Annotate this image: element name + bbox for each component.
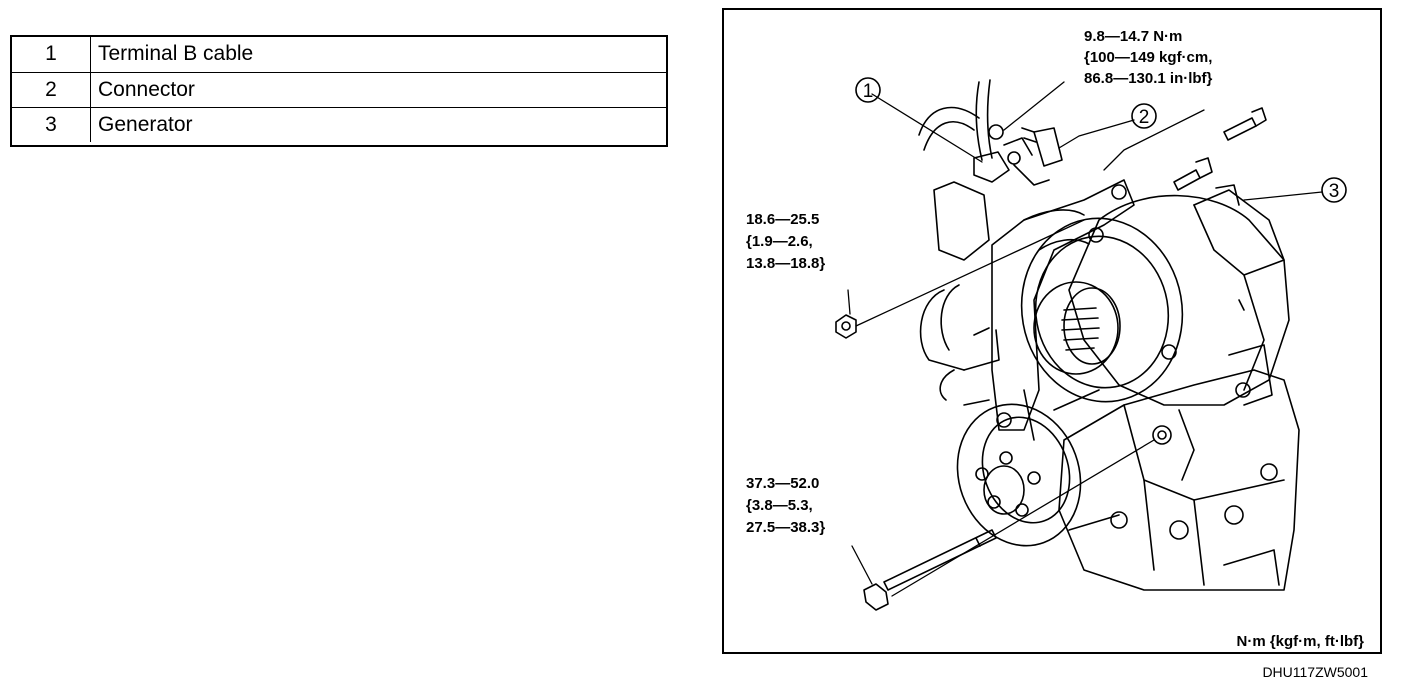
legend-row-1: 1 Terminal B cable: [12, 37, 666, 72]
connector-drawing: [1021, 127, 1063, 167]
generator-body-drawing: [1020, 184, 1290, 406]
legend-part-name: Connector: [98, 78, 195, 101]
legend-row-2: 2 Connector: [12, 72, 666, 107]
terminal-b-cable-drawing: [918, 79, 1050, 186]
leader-lines: [847, 81, 1323, 597]
legend-number: 2: [12, 73, 91, 107]
torque-line: {100—149 kgf·cm,: [1084, 49, 1212, 66]
torque-spec-bottom: 37.3—52.0 {3.8—5.3, 27.5—38.3}: [746, 475, 825, 536]
legend-part-name: Generator: [98, 113, 193, 136]
callout-number: 2: [1139, 107, 1150, 128]
torque-line: 9.8—14.7 N·m: [1084, 28, 1182, 45]
callout-number: 1: [863, 81, 874, 102]
torque-line: {3.8—5.3,: [746, 497, 813, 514]
torque-spec-top: 9.8—14.7 N·m {100—149 kgf·cm, 86.8—130.1…: [1084, 28, 1213, 87]
legend-row-3: 3 Generator: [12, 107, 666, 142]
engine-block-drawing: [1058, 369, 1300, 591]
torque-line: 86.8—130.1 in·lbf}: [1084, 70, 1213, 87]
diagram-drawing: 1 2 3 9.8—14.7 N·m {100—149 kgf·cm, 86.8…: [746, 28, 1365, 650]
callout-circle-2: [1131, 103, 1157, 129]
crankshaft-pulley-drawing: [956, 389, 1120, 547]
legend-part-name: Terminal B cable: [98, 42, 254, 65]
water-pump-housing-drawing: [919, 181, 1251, 406]
torque-line: {1.9—2.6,: [746, 233, 813, 250]
torque-line: 13.8—18.8}: [746, 255, 825, 272]
callout-circle-1: [855, 77, 881, 103]
legend-number: 3: [12, 108, 91, 142]
callout-number: 3: [1329, 181, 1340, 202]
units-note: N·m {kgf·m, ft·lbf}: [1237, 633, 1365, 650]
torque-spec-middle: 18.6—25.5 {1.9—2.6, 13.8—18.8}: [746, 211, 825, 272]
bracket-bolt-drawing: [1173, 107, 1267, 191]
figure-code: DHU117ZW5001: [1262, 664, 1368, 680]
callout-circle-3: [1321, 177, 1347, 203]
torque-line: 27.5—38.3}: [746, 519, 825, 536]
legend-number: 1: [12, 37, 91, 72]
torque-line: 37.3—52.0: [746, 475, 819, 492]
generator-installation-diagram: 1 2 3 9.8—14.7 N·m {100—149 kgf·cm, 86.8…: [722, 8, 1382, 654]
torque-line: 18.6—25.5: [746, 211, 819, 228]
generator-bracket-drawing: [991, 179, 1195, 481]
parts-legend-table: 1 Terminal B cable 2 Connector 3 Generat…: [10, 35, 668, 147]
through-bolt-drawing: [863, 529, 997, 611]
adjusting-nut-drawing: [835, 314, 857, 339]
